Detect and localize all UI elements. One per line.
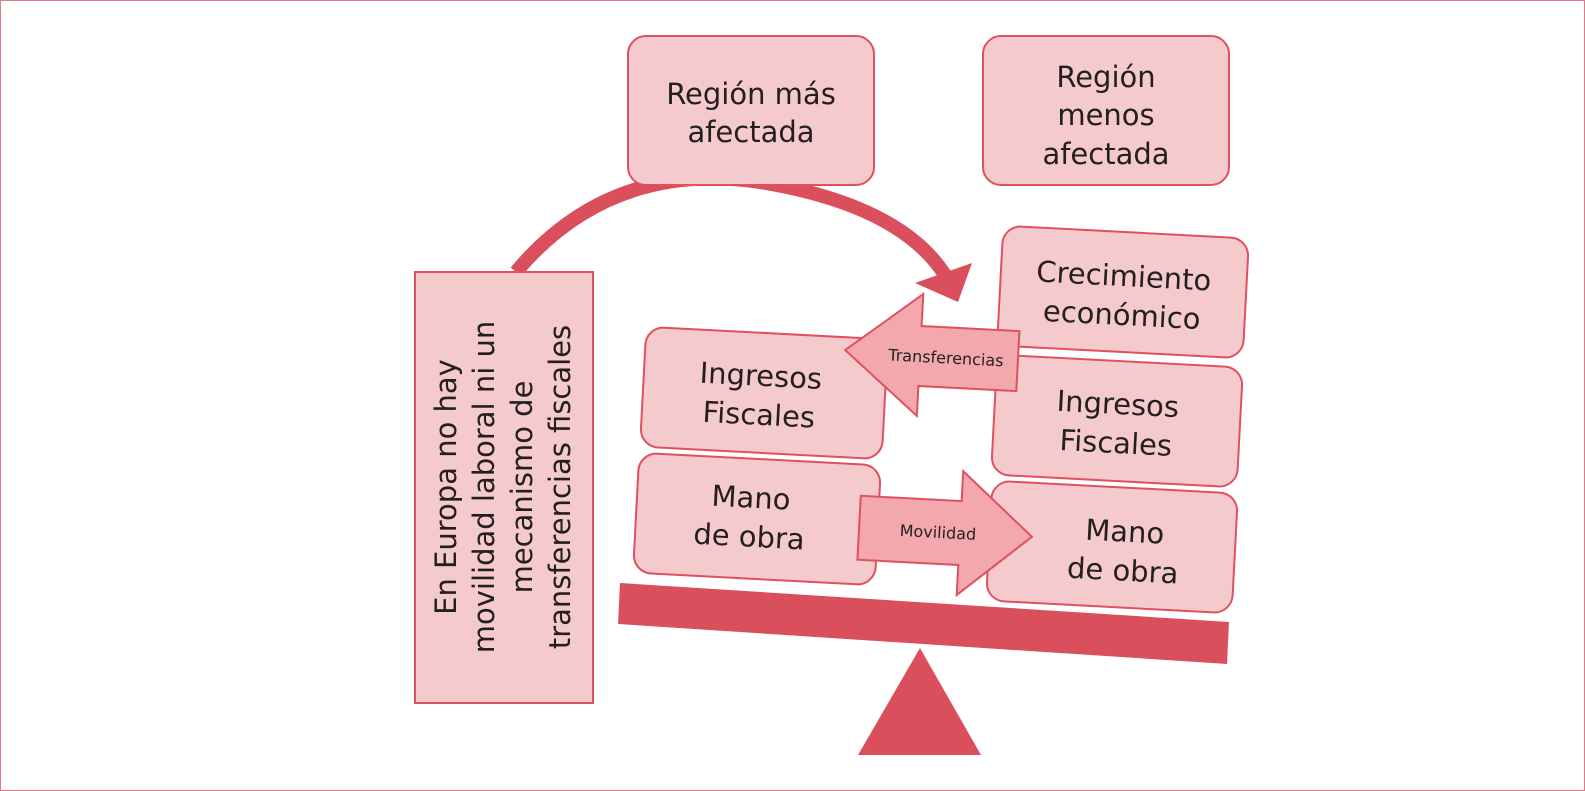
region-least-affected-line-3: afectada: [1042, 137, 1169, 171]
right-labor-line-2: de obra: [1066, 551, 1179, 591]
region-least-affected-box: Región menos afectada: [982, 35, 1230, 186]
side-note-line-2: movilidad laboral ni un: [467, 321, 501, 654]
right-growth-line-2: económico: [1042, 294, 1201, 336]
left-labor-box: Mano de obra: [632, 452, 882, 586]
left-fiscal-income-line-1: Ingresos: [699, 356, 823, 396]
side-note-line-1: En Europa no hay: [429, 359, 463, 615]
region-least-affected-line-1: Región: [1056, 60, 1155, 94]
right-fiscal-income-line-2: Fiscales: [1059, 423, 1173, 463]
right-labor-line-1: Mano: [1085, 513, 1166, 551]
region-least-affected-line-2: menos: [1057, 98, 1154, 132]
side-note-line-3: mecanismo de: [505, 381, 539, 594]
left-fiscal-income-box: Ingresos Fiscales: [639, 326, 889, 460]
triangle-fulcrum-icon: [858, 648, 981, 755]
mobility-arrow: Movilidad: [856, 468, 1034, 598]
left-labor-line-1: Mano: [711, 479, 792, 517]
region-most-affected-line-1: Región más: [666, 77, 836, 111]
side-note-box: En Europa no hay movilidad laboral ni un…: [414, 271, 594, 704]
right-growth-box: Crecimiento económico: [996, 225, 1250, 359]
right-labor-box: Mano de obra: [985, 480, 1239, 614]
left-fiscal-income-line-2: Fiscales: [702, 395, 816, 435]
side-note-line-4: transferencias fiscales: [543, 325, 577, 649]
region-most-affected-box: Región más afectada: [627, 35, 875, 186]
mobility-label: Movilidad: [899, 521, 976, 544]
transfers-arrow: Transferencias: [843, 292, 1021, 419]
balance-beam: [618, 583, 1229, 664]
right-fiscal-income-line-1: Ingresos: [1056, 384, 1180, 424]
region-most-affected-line-2: afectada: [687, 115, 814, 149]
left-labor-line-2: de obra: [693, 517, 806, 557]
right-fiscal-income-box: Ingresos Fiscales: [990, 354, 1244, 488]
